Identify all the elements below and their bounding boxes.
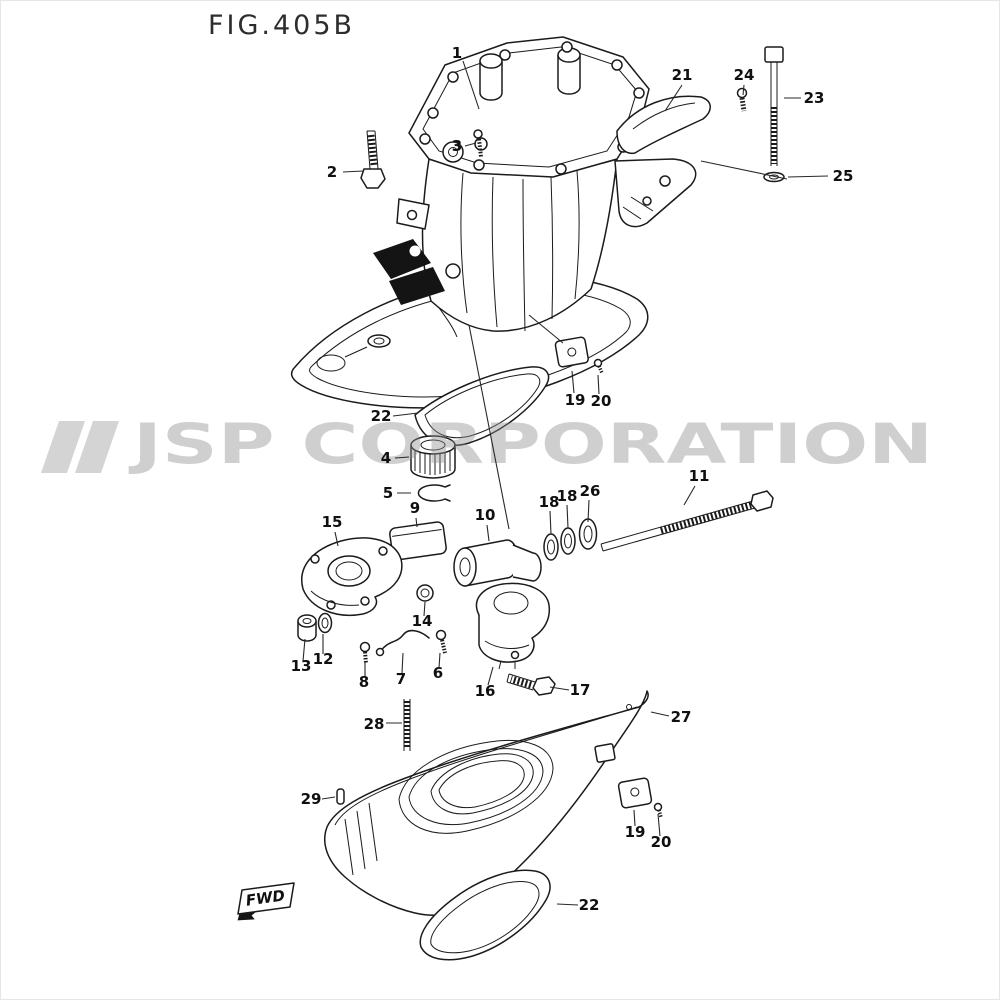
fwd-label: FWD (245, 886, 286, 909)
part-8-screw-drawing (359, 641, 371, 664)
part-29-pin-drawing (336, 788, 345, 805)
part-callout: 22 (371, 407, 392, 425)
part-21-bracket-drawing (616, 95, 711, 155)
part-5-clip-drawing (417, 484, 451, 502)
part-25-washer-drawing (763, 171, 785, 183)
watermark-logo-bar (41, 421, 85, 473)
part-1-driveshaft-housing-drawing (373, 36, 697, 332)
part-callout: 21 (672, 66, 693, 84)
flange-bolt-holes (419, 41, 645, 175)
part-15-mount-bracket-drawing (301, 537, 403, 616)
watermark-logo-bar (75, 421, 119, 473)
part-callout: 26 (580, 482, 601, 500)
part-callout: 15 (322, 513, 343, 531)
part-19-plate-lower-drawing (617, 777, 653, 809)
part-callout: 7 (396, 670, 406, 688)
part-callout: 16 (475, 682, 496, 700)
part-callout: 6 (433, 664, 443, 682)
part-callout: 20 (651, 833, 672, 851)
part-24-screw-drawing (736, 87, 748, 112)
part-callout: 22 (579, 896, 600, 914)
part-27-side-housing-drawing (324, 690, 649, 917)
part-callout: 24 (734, 66, 755, 84)
part-callout: 19 (625, 823, 646, 841)
part-22-gasket-lower-drawing (419, 869, 551, 961)
part-callout: 18 (539, 493, 560, 511)
part-7-clamp-wire-drawing (375, 629, 430, 657)
fwd-arrow: FWD (237, 882, 295, 921)
part-14-washer-drawing (416, 584, 434, 602)
part-6-screw-drawing (435, 629, 447, 654)
part-callouts: 1 21 24 23 2 3 25 19 20 22 4 5 9 10 18 1… (291, 44, 854, 914)
part-callout: 19 (565, 391, 586, 409)
part-callout: 18 (557, 487, 578, 505)
leader-lines (302, 60, 829, 906)
part-callout: 1 (452, 44, 462, 62)
part-20-screw-lower-drawing (653, 802, 663, 818)
part-callout: 3 (452, 137, 462, 155)
part-17-bolt-drawing (506, 673, 556, 696)
part-2-bolt-drawing (360, 130, 386, 189)
watermark-text: JSP CORPORATION (127, 412, 933, 476)
part-callout: 5 (383, 484, 393, 502)
part-callout: 14 (412, 612, 433, 630)
part-3-bolt-drawing (473, 129, 483, 158)
part-16-cover-drawing (475, 582, 551, 670)
part-callout: 20 (591, 392, 612, 410)
part-4-damper-drawing (410, 435, 456, 479)
part-callout: 9 (410, 499, 420, 517)
part-11-bolt-drawing (600, 490, 774, 552)
part-callout: 25 (833, 167, 854, 185)
part-9-block-drawing (389, 521, 447, 561)
part-13-bushing-drawing (297, 614, 317, 642)
part-26-washer-drawing (578, 518, 598, 550)
part-callout: 13 (291, 657, 312, 675)
figure-title: FIG.405B (208, 10, 355, 41)
watermark: JSP CORPORATION (41, 412, 933, 476)
part-23-bolt-drawing (764, 46, 784, 166)
part-18-washer-drawing (543, 527, 576, 561)
part-callout: 29 (301, 790, 322, 808)
part-callout: 11 (689, 467, 710, 485)
part-callout: 2 (327, 163, 337, 181)
part-callout: 8 (359, 673, 369, 691)
part-28-stud-drawing (403, 699, 411, 751)
part-10-mount-drawing (453, 539, 542, 587)
part-callout: 10 (475, 506, 496, 524)
part-callout: 23 (804, 89, 825, 107)
part-callout: 28 (364, 715, 385, 733)
part-19-plate-upper-drawing (554, 336, 589, 368)
part-callout: 12 (313, 650, 334, 668)
part-20-screw-upper-drawing (593, 358, 604, 374)
part-callout: 17 (570, 681, 591, 699)
part-callout: 27 (671, 708, 692, 726)
part-12-washer-drawing (317, 612, 333, 634)
part-callout: 4 (381, 449, 391, 467)
